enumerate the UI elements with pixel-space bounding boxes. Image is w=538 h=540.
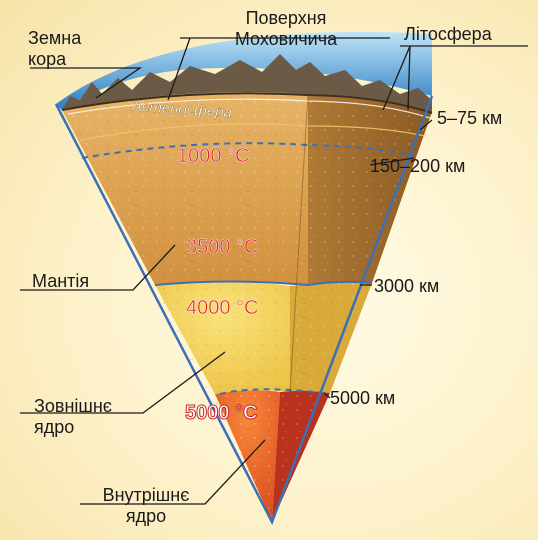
cut-edge — [289, 93, 309, 393]
texture-overlay — [62, 98, 432, 522]
depth-3000: 3000 км — [374, 276, 440, 296]
ocean-cap — [56, 32, 432, 110]
temperature-5000: 5000 °C — [185, 402, 258, 425]
wedge-outline — [54, 95, 434, 526]
leader-lines — [20, 37, 528, 505]
temperature-3500: 3500 °C — [186, 236, 259, 258]
asthenosphere-line — [67, 98, 431, 119]
depth-150-200: 150–200 км — [370, 156, 466, 176]
label-inner-core: Внутрішнє ядро — [102, 485, 190, 526]
core-mantle-boundary — [154, 280, 373, 287]
lithosphere-base — [79, 123, 426, 141]
depth-5000: 5000 км — [330, 388, 396, 408]
label-outer-core: Зовнішнє ядро — [34, 396, 112, 437]
isotherm-5000 — [219, 388, 326, 395]
moho-boundary — [61, 92, 433, 114]
depth-5-75: 5–75 км — [437, 108, 503, 128]
crust-layer — [62, 54, 432, 112]
label-mantle: Мантія — [32, 271, 90, 291]
temperature-1000: 1000 °C — [177, 145, 250, 167]
label-surface-moho: Поверхня Моховичича — [234, 8, 338, 49]
label-lithosphere: Літосфера — [404, 24, 492, 44]
temperature-4000: 4000 °C — [186, 297, 259, 319]
label-crust: Земна кора — [28, 28, 82, 69]
